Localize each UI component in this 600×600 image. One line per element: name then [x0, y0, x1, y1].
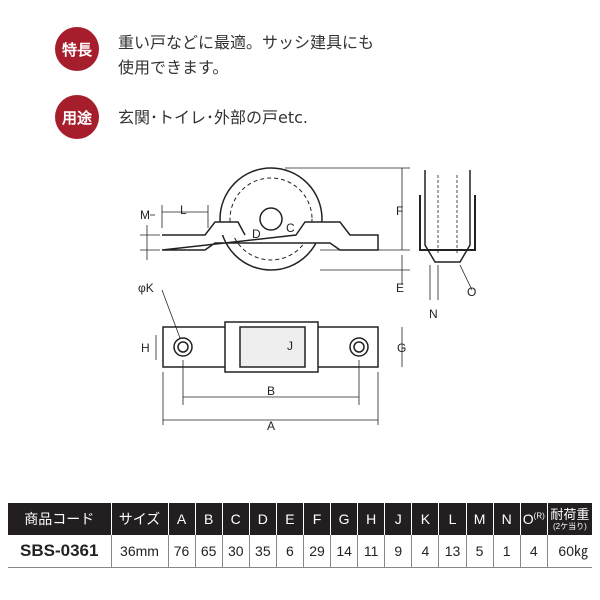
axle — [259, 207, 283, 231]
cell-m: 5 — [465, 535, 494, 568]
table-row: SBS-0361 36mm 76 65 30 35 6 29 14 11 9 4… — [8, 535, 592, 568]
technical-drawing: M L D C F E O N φK H J G B A — [138, 167, 476, 433]
wheel-outer — [219, 167, 323, 271]
table-header-row: 商品コード サイズ A B C D E F G H J K L M N O(R)… — [8, 503, 592, 535]
header-h: H — [357, 503, 385, 535]
label-c: C — [286, 221, 295, 235]
header-size: サイズ — [110, 503, 168, 535]
label-a: A — [267, 419, 275, 433]
header-k: K — [411, 503, 439, 535]
header-a: A — [167, 503, 196, 535]
spec-table: 商品コード サイズ A B C D E F G H J K L M N O(R)… — [8, 503, 592, 568]
header-code: 商品コード — [8, 503, 111, 535]
features-text: 重い戸などに最適。サッシ建具にも 使用できます。 — [118, 30, 374, 80]
cell-code: SBS-0361 — [8, 535, 111, 568]
header-f: F — [302, 503, 331, 535]
label-m: M — [140, 208, 150, 222]
cell-c: 30 — [221, 535, 250, 568]
usage-text: 玄関･トイレ･外部の戸etc. — [118, 108, 309, 127]
features-line2: 使用できます。 — [118, 58, 229, 77]
label-j: J — [287, 339, 293, 353]
cell-load: 60㎏ — [546, 535, 592, 568]
label-g: G — [397, 341, 406, 355]
header-e: E — [275, 503, 304, 535]
header-b: B — [194, 503, 223, 535]
header-load: 耐荷重(2ケ当り) — [546, 503, 592, 535]
header-load-label: 耐荷重 — [550, 506, 590, 522]
label-o: O — [467, 285, 476, 299]
label-e: E — [396, 281, 404, 295]
label-h: H — [141, 341, 150, 355]
header-j: J — [384, 503, 412, 535]
cell-b: 65 — [194, 535, 223, 568]
features-line1: 重い戸などに最適。サッシ建具にも — [118, 33, 375, 52]
header-l: L — [438, 503, 467, 535]
label-n: N — [429, 307, 438, 321]
cell-e: 6 — [275, 535, 304, 568]
wheel-front — [424, 170, 471, 263]
cell-l: 13 — [438, 535, 467, 568]
cell-k: 4 — [411, 535, 439, 568]
header-load-sub: (2ケ当り) — [553, 521, 587, 531]
header-n: N — [492, 503, 521, 535]
header-c: C — [221, 503, 250, 535]
header-g: G — [330, 503, 358, 535]
cell-size: 36mm — [110, 535, 168, 568]
usage-badge: 用途 — [55, 95, 99, 139]
label-f: F — [396, 204, 403, 218]
cell-h: 11 — [357, 535, 385, 568]
cell-o: 4 — [519, 535, 548, 568]
label-b: B — [267, 384, 275, 398]
header-o-label: O — [522, 511, 534, 527]
cell-j: 9 — [384, 535, 412, 568]
header-o-sup: (R) — [533, 511, 545, 521]
cell-n: 1 — [492, 535, 521, 568]
features-badge: 特長 — [55, 27, 99, 71]
cell-a: 76 — [167, 535, 196, 568]
header-m: M — [465, 503, 494, 535]
cell-f: 29 — [302, 535, 331, 568]
header-o: O(R) — [519, 503, 548, 535]
label-d: D — [252, 227, 261, 241]
cell-g: 14 — [330, 535, 358, 568]
header-d: D — [248, 503, 277, 535]
bracket-side — [161, 221, 379, 251]
cell-d: 35 — [248, 535, 277, 568]
label-k: φK — [138, 281, 154, 295]
label-l: L — [180, 203, 187, 217]
